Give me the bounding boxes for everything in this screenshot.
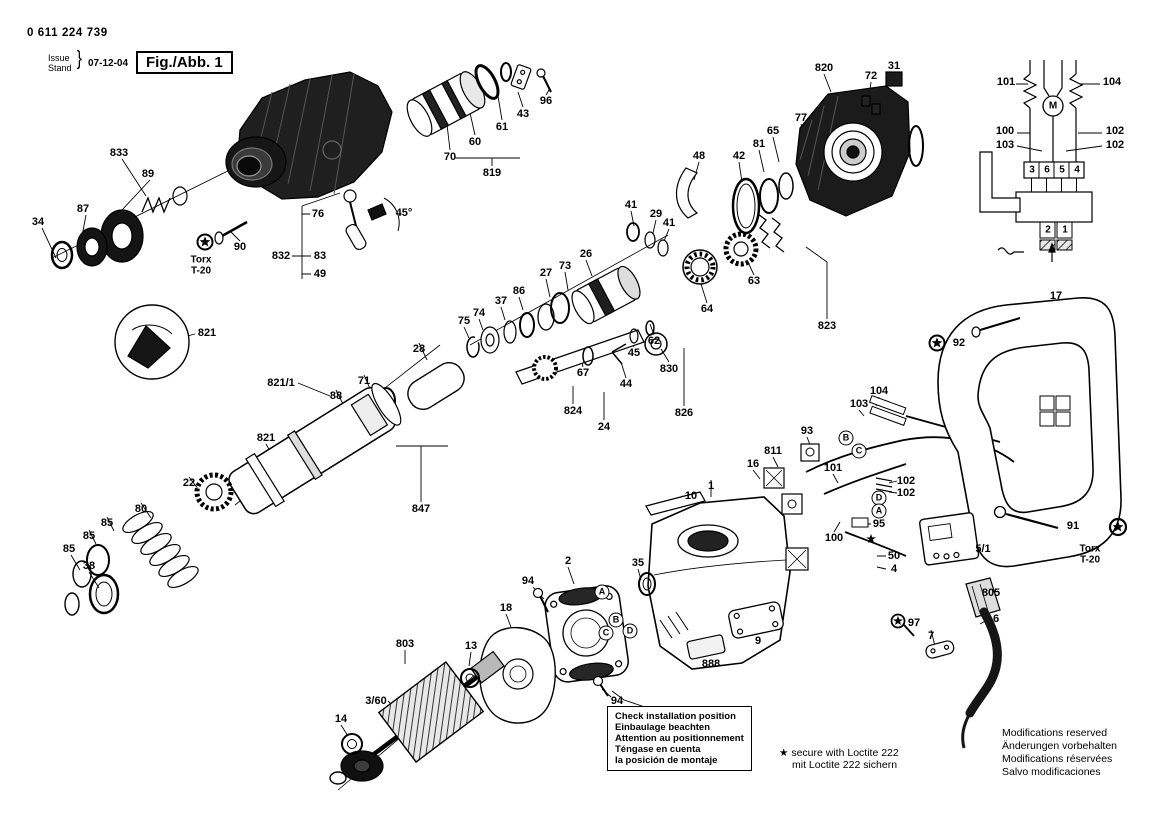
carbon-brushes <box>763 443 820 571</box>
note-line: Modifications réservées <box>1002 753 1113 765</box>
stand-label: Stand <box>48 63 72 73</box>
intermediate-shaft <box>515 320 668 385</box>
note-line: Salvo modificaciones <box>1002 766 1101 778</box>
hammer-barrel <box>194 382 402 515</box>
note-line: la posición de montaje <box>615 755 718 766</box>
issue-label: Issue <box>48 53 70 63</box>
note-line: Check installation position <box>615 711 736 722</box>
installation-note: Check installation position Einbaulage b… <box>607 706 752 771</box>
rear-handle <box>937 297 1122 568</box>
detail-circle-821 <box>114 304 190 380</box>
note-line: ★ secure with Loctite 222 <box>779 747 899 759</box>
note-line: Modifications reserved <box>1002 727 1108 739</box>
strap-and-orings <box>675 167 794 253</box>
cable-boot-805 <box>965 577 1001 618</box>
depth-gauge-handle <box>343 189 387 251</box>
note-line: Änderungen vorbehalten <box>1002 740 1118 752</box>
figure-title: Fig./Abb. 1 <box>136 51 233 74</box>
note-line: Einbaulage beachten <box>615 722 711 733</box>
issue-stand-label: Issue Stand <box>48 53 72 73</box>
front-housing <box>225 71 393 200</box>
assembly-axes <box>51 159 669 791</box>
wiring-schematic <box>979 60 1093 262</box>
cord-clamp-7 <box>925 640 955 659</box>
modifications-note: Modifications reserved Änderungen vorbeh… <box>1002 727 1117 779</box>
note-line: Téngase en cuenta <box>615 744 701 755</box>
stator-screws-94 <box>532 587 609 697</box>
ring-stack-front <box>50 186 188 270</box>
field-stator <box>544 585 629 683</box>
gear-housing-820 <box>795 71 924 217</box>
note-line: mit Loctite 222 sichern <box>792 759 898 771</box>
torx-icon-92 <box>928 334 946 352</box>
armature <box>329 650 505 785</box>
bearing-plate <box>479 627 556 724</box>
spring-and-rings <box>64 510 199 616</box>
torx-t20-icon <box>196 233 214 251</box>
motor-housing <box>638 491 791 670</box>
sleeve-assembly <box>406 62 552 137</box>
screw-90 <box>214 220 248 245</box>
power-cord-6 <box>961 607 1002 749</box>
gear-train <box>466 213 771 358</box>
issue-brace: } <box>76 48 83 70</box>
type-number: 0 611 224 739 <box>27 27 108 39</box>
torx-icon-91 <box>1108 517 1128 537</box>
issue-date: 07-12-04 <box>88 58 129 69</box>
terminal-connectors <box>851 395 907 528</box>
loctite-note: ★ secure with Loctite 222 mit Loctite 22… <box>779 747 899 771</box>
screw-97 <box>890 613 915 637</box>
note-line: Attention au positionnement <box>615 733 744 744</box>
switch-5-1 <box>919 512 980 566</box>
